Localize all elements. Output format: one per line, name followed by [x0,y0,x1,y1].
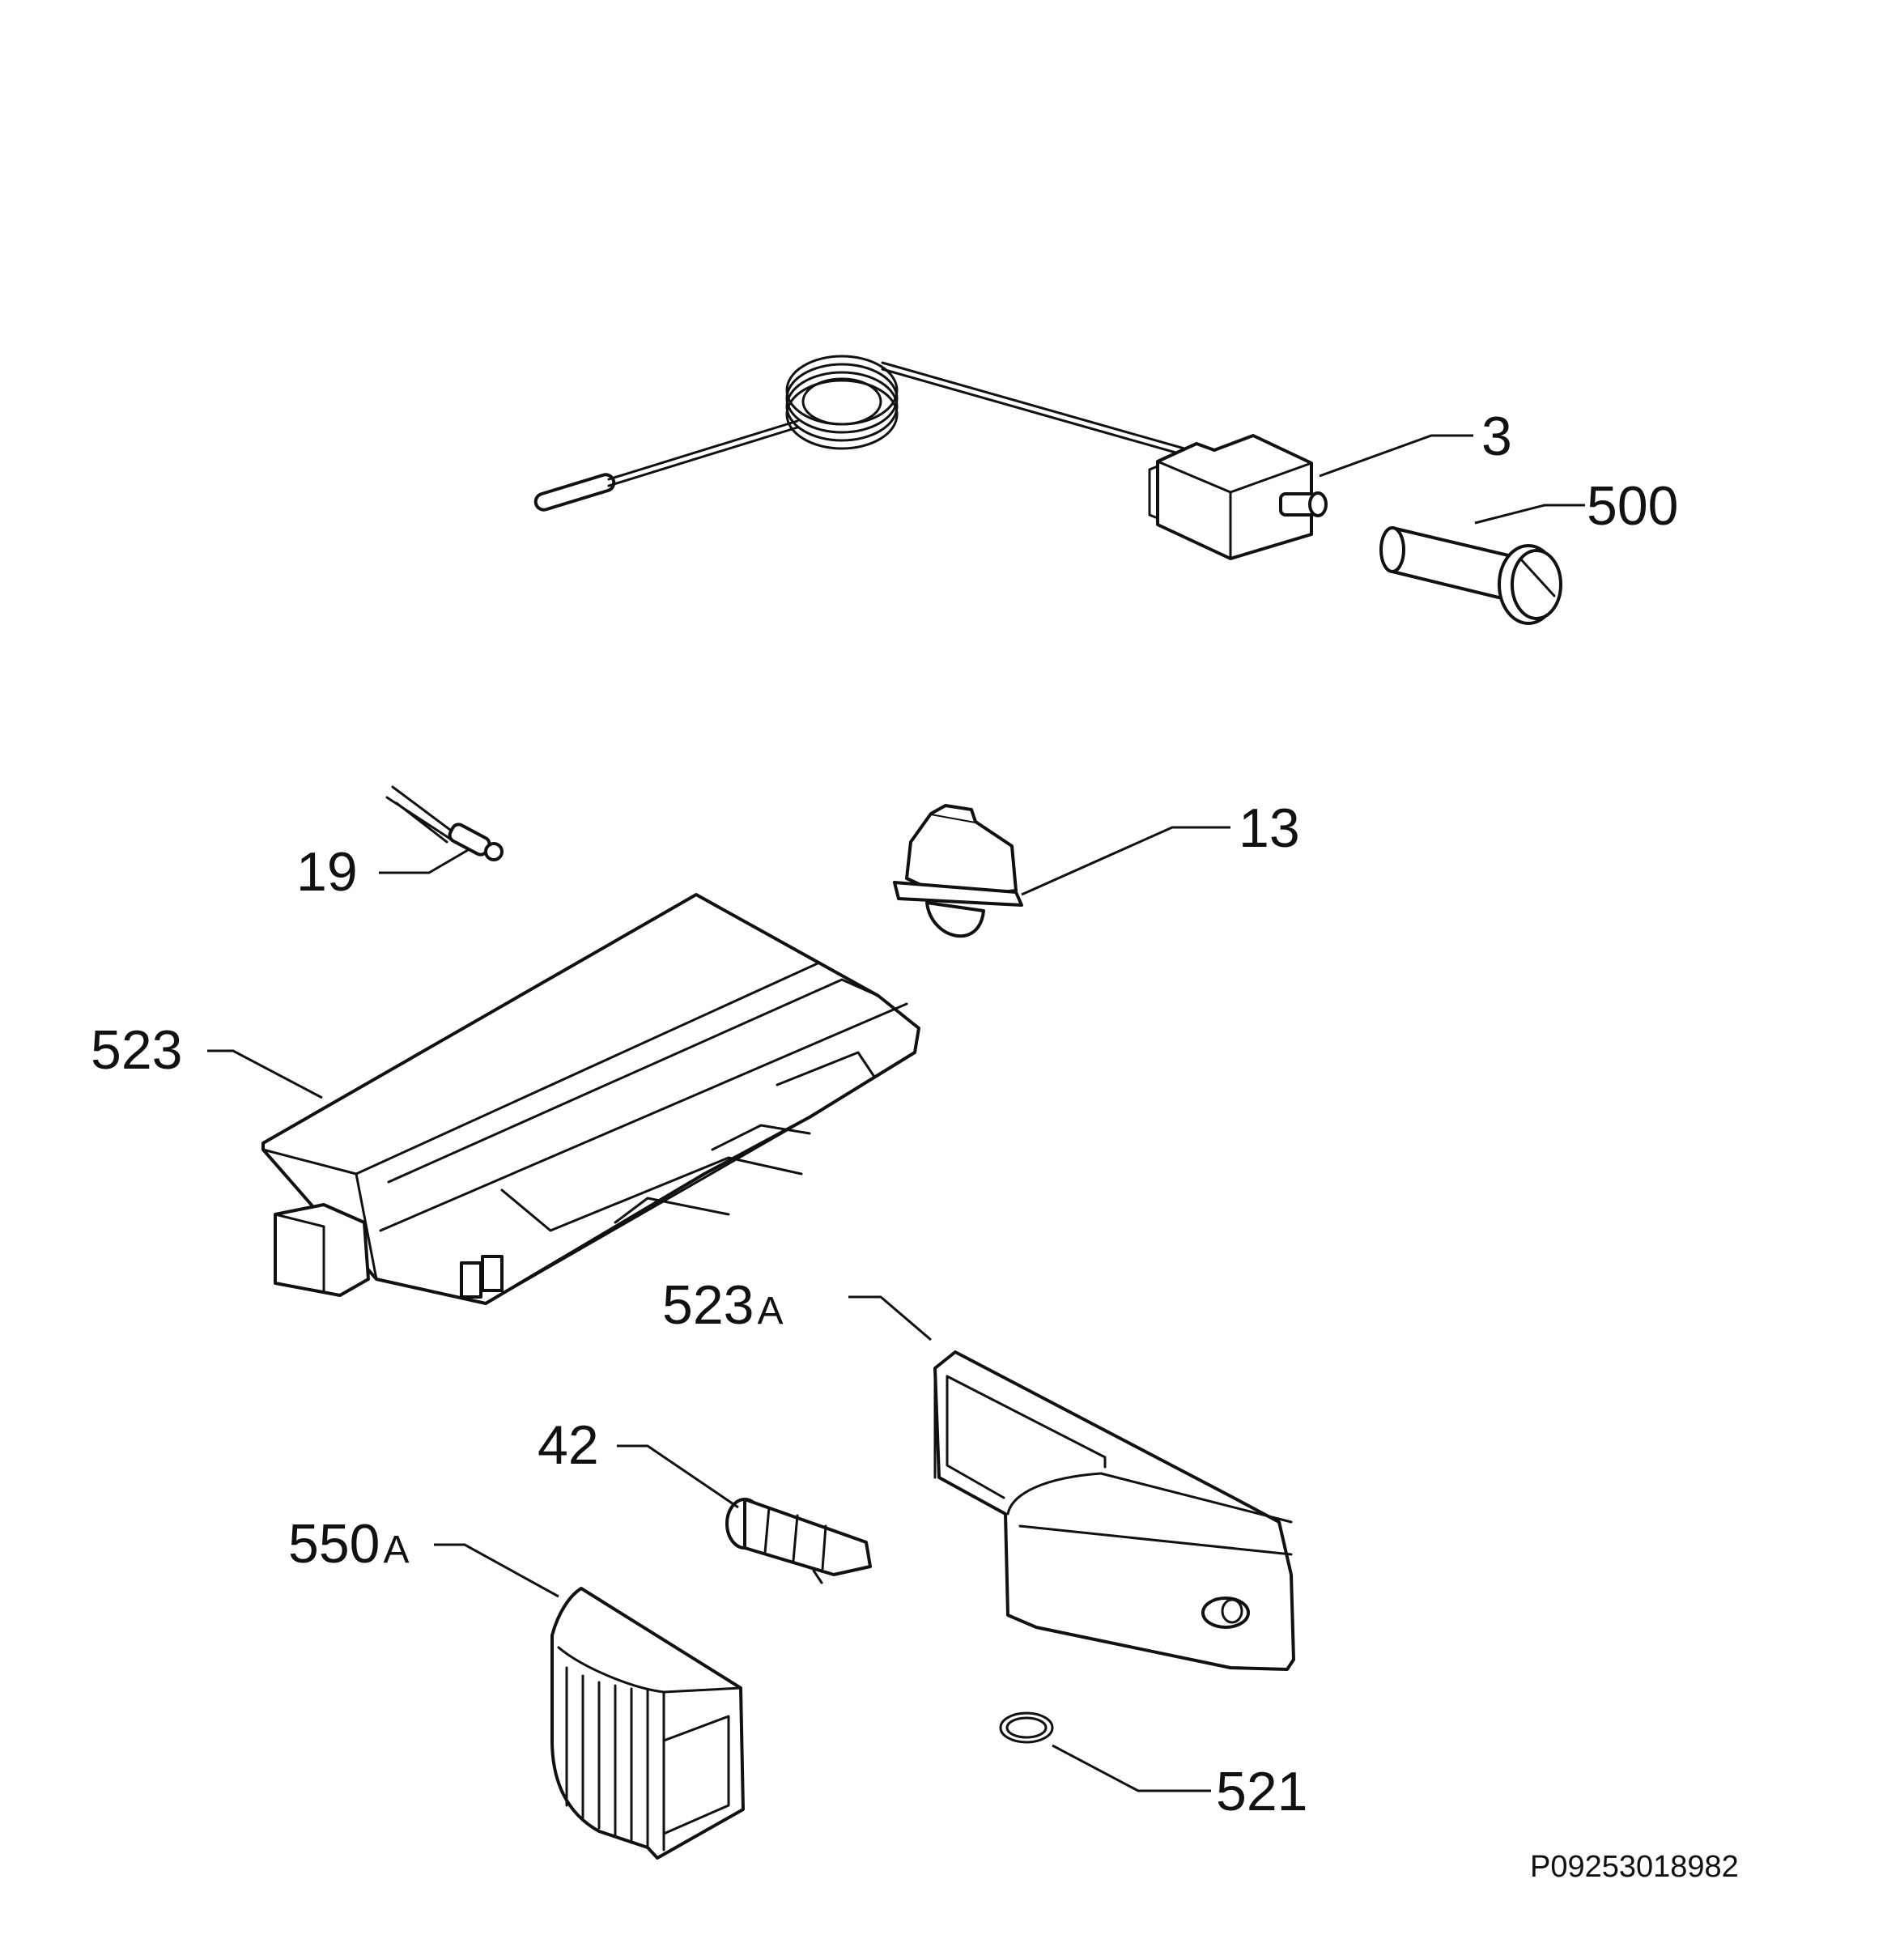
leader-521 [1052,1744,1211,1792]
leader-19 [379,848,469,874]
label-19: 19 [296,841,358,903]
leader-523 [207,1049,323,1099]
part-3-thermostat[interactable] [533,355,1328,560]
leader-3 [1319,434,1473,478]
label-42: 42 [538,1414,599,1476]
part-550A-knob-cover[interactable] [550,1587,745,1860]
part-521-o-ring[interactable] [999,1711,1054,1744]
leader-13 [1021,826,1230,896]
part-523A-panel-cover[interactable] [933,1350,1295,1671]
part-13-switch[interactable] [893,804,1023,938]
leader-500 [1474,504,1585,525]
part-523-control-housing[interactable] [261,893,920,1305]
part-500-knob[interactable] [1379,526,1562,625]
label-13: 13 [1239,797,1300,859]
part-42-lamp-holder[interactable] [725,1498,872,1584]
label-523A: 523A [662,1274,783,1336]
label-3: 3 [1481,406,1512,467]
label-550A: 550A [288,1513,409,1575]
leader-523A [848,1295,932,1341]
leader-42 [617,1444,739,1509]
reference-code: P09253018982 [1530,1850,1739,1884]
label-500: 500 [1587,475,1678,537]
label-523: 523 [91,1019,182,1081]
leader-550A [434,1543,559,1598]
label-521: 521 [1216,1761,1307,1822]
part-19-lamp[interactable] [385,785,504,861]
